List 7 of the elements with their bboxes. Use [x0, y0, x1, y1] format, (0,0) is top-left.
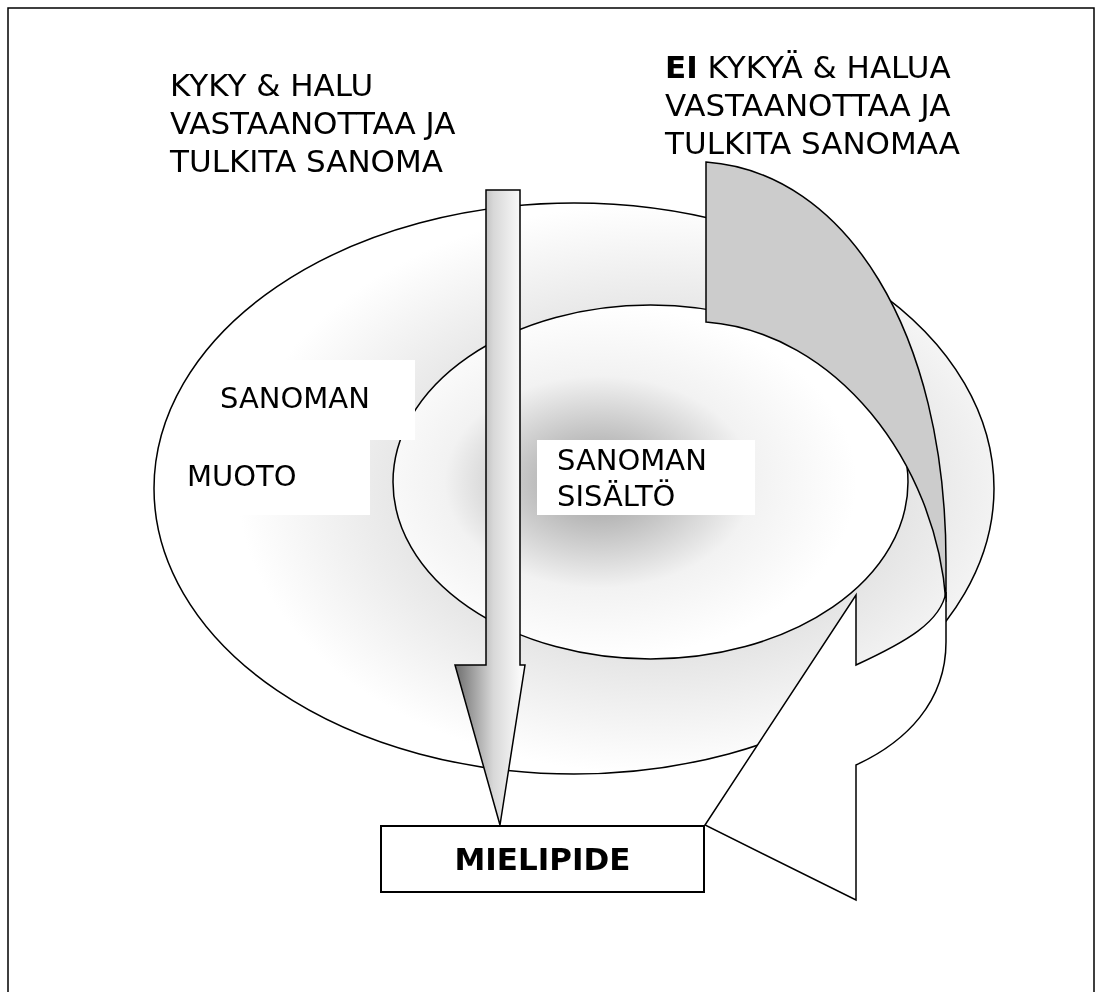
- block-arrow: [454, 189, 526, 826]
- caption-text: KYKY & HALU VASTAANOTTAA JA TULKITA SANOMA: [170, 66, 457, 180]
- text-label: SANOMAN SISÄLTÖ: [537, 440, 755, 515]
- opinion-box: [380, 825, 705, 893]
- caption-text: EI KYKYÄ & HALUA VASTAANOTTAA JA TULKITA SANOMAA: [665, 48, 962, 162]
- box-label: MIELIPIDE: [453, 840, 632, 879]
- curved-block-arrow: [704, 161, 947, 901]
